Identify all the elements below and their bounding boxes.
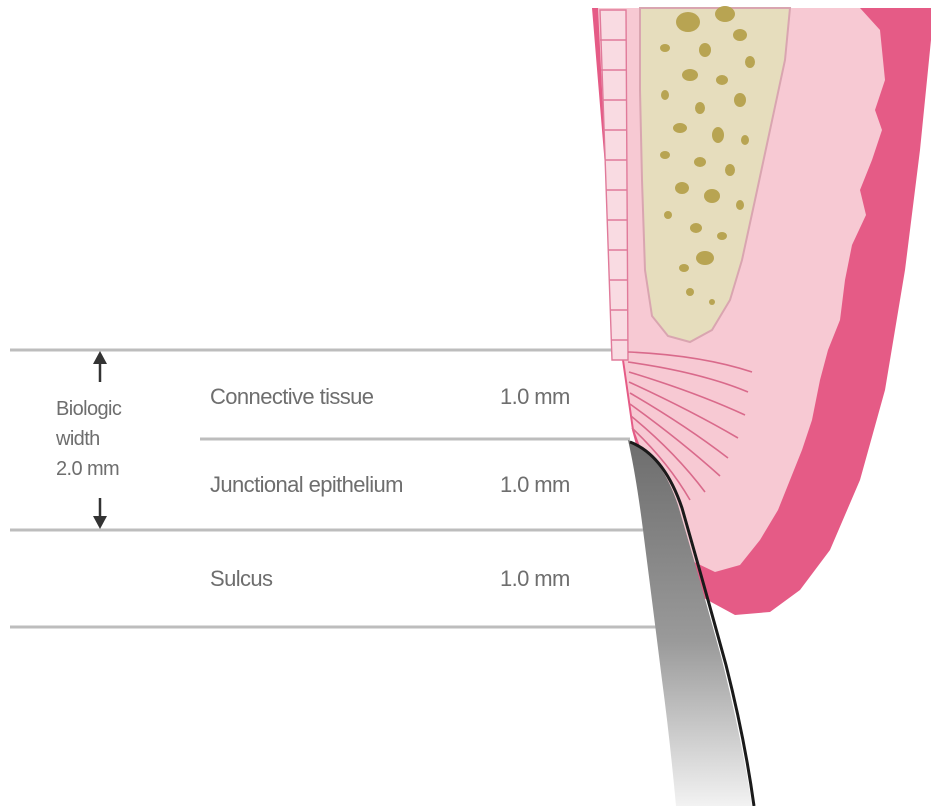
biologic-width-line-3: 2.0 mm	[56, 454, 121, 484]
biologic-width-label: Biologic width 2.0 mm	[56, 394, 121, 484]
arrow-down-icon	[93, 516, 107, 529]
connective-tissue-label: Connective tissue	[210, 384, 373, 410]
junctional-epithelium-value: 1.0 mm	[500, 472, 570, 498]
connective-tissue-value: 1.0 mm	[500, 384, 570, 410]
arrow-up-icon	[93, 351, 107, 364]
junctional-epithelium-label: Junctional epithelium	[210, 472, 403, 498]
sulcus-label: Sulcus	[210, 566, 272, 592]
biologic-width-line-1: Biologic	[56, 394, 121, 424]
ligament-hatching	[600, 10, 628, 360]
sulcus-value: 1.0 mm	[500, 566, 570, 592]
biologic-width-line-2: width	[56, 424, 121, 454]
